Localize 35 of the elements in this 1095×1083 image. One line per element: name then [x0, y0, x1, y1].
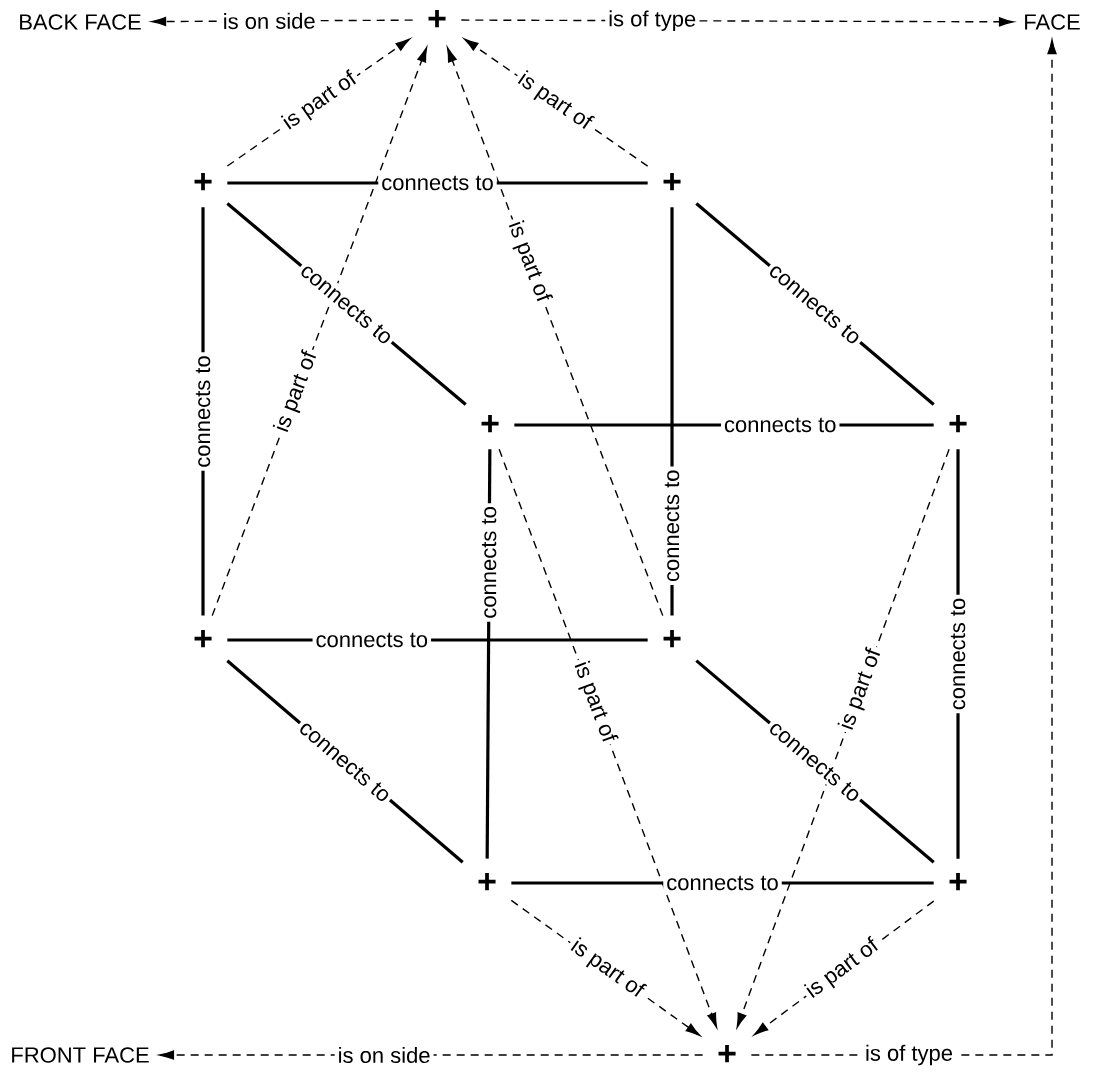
- arrow: [446, 47, 664, 617]
- vertex-mark: +: [663, 173, 681, 191]
- edge-label: is part of: [566, 655, 623, 750]
- node-label: FACE: [1025, 14, 1080, 30]
- edge-label: is part of: [268, 345, 325, 439]
- edge-label: connects to: [478, 503, 500, 622]
- edge-label: connects to: [720, 414, 840, 436]
- edge-label: is part of: [275, 64, 365, 139]
- edge-label: is part of: [509, 64, 600, 139]
- edge-label: connects to: [192, 352, 214, 471]
- edge-label: connects to: [663, 872, 782, 894]
- vertex-mark: +: [194, 173, 212, 191]
- vertex-mark: +: [428, 10, 446, 28]
- edge-label: is part of: [798, 931, 887, 1007]
- node-label: FRONT FACE: [12, 1047, 149, 1063]
- vertex-mark: +: [949, 873, 967, 891]
- vertex-mark: +: [194, 630, 212, 648]
- edge-label: is on side: [334, 1043, 434, 1067]
- edge-label: is part of: [562, 931, 652, 1007]
- node-label: BACK FACE: [20, 14, 141, 30]
- arrow: [750, 39, 1057, 1056]
- edge-label: is part of: [500, 214, 558, 309]
- vertex-mark: +: [949, 415, 967, 433]
- edge-label: connects to: [312, 629, 432, 651]
- vertex-mark: +: [478, 873, 496, 891]
- edge-label: is on side: [219, 9, 319, 33]
- edge-label: connects to: [661, 466, 683, 586]
- edge-label: connects to: [947, 594, 969, 714]
- edge-label: is of type: [862, 1041, 957, 1069]
- vertex-mark: +: [481, 415, 499, 433]
- edge-label: connects to: [378, 172, 497, 194]
- edge-label: is of type: [605, 7, 700, 35]
- arrow: [498, 448, 718, 1028]
- vertex-mark: +: [663, 630, 681, 648]
- vertex-mark: +: [718, 1045, 736, 1063]
